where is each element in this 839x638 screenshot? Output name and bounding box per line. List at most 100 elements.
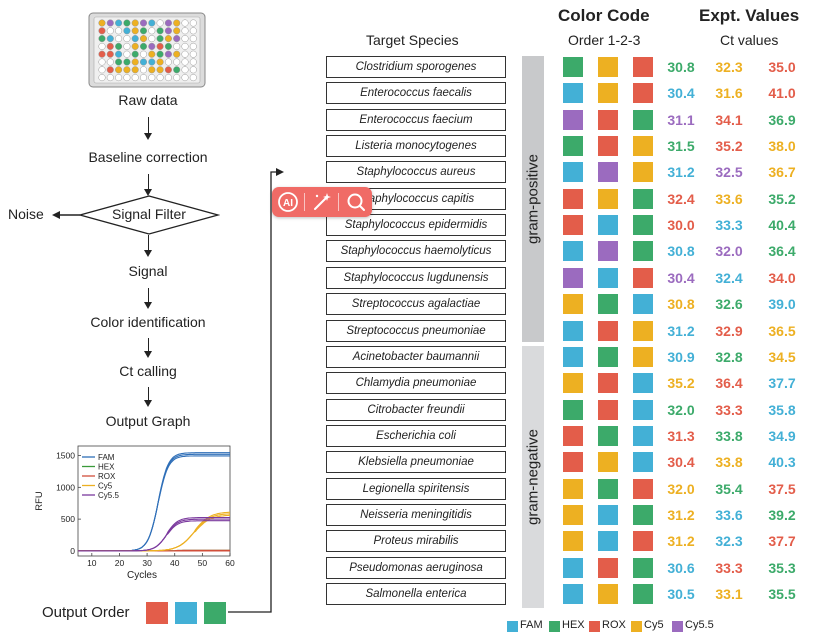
color-code-square [563,215,583,236]
plate-well [189,35,197,43]
plate-well [123,42,131,50]
plate-well [106,74,114,82]
ct-value: 37.7 [768,533,796,550]
legend-swatch [631,621,642,632]
legend-label: Cy5 [644,619,664,631]
expt-values-header: Expt. Values [699,6,800,25]
plate-well [139,19,148,27]
output-order-swatch [175,602,197,624]
plate-well [98,50,106,58]
plate-well [106,58,114,66]
color-code-square [598,478,618,499]
search-button[interactable] [344,190,368,214]
color-id-label: Color identification [90,314,206,330]
plate-well [139,50,148,58]
plate-well [98,27,106,35]
series-line [78,520,230,552]
plate-well [123,50,131,58]
legend-swatch [589,621,600,632]
ct-value: 32.8 [715,348,743,365]
plate-well [115,35,123,43]
ai-button[interactable]: AI [276,190,300,214]
plate-well [123,27,131,35]
plate-well [189,58,197,66]
ct-value: 33.6 [715,506,743,523]
plate-well [106,19,114,27]
color-code-square [563,425,583,446]
species-name: Clostridium sporogenes [326,56,506,78]
plate-well [156,50,164,58]
species-name: Acinetobacter baumannii [326,345,506,368]
plate-well [148,27,156,35]
ct-value: 40.3 [768,454,796,471]
plate-well [181,19,189,27]
legend-swatch [672,621,683,632]
plate-well [131,27,139,35]
ct-value: 36.4 [715,375,743,392]
color-code-square [633,320,653,341]
ct-value: 33.3 [715,401,743,418]
ct-value: 36.4 [768,243,796,260]
magic-edit-button[interactable] [310,190,334,214]
plate-well [164,66,172,74]
color-code-square [563,320,583,341]
plate-well [189,27,197,35]
plate-well [139,74,148,82]
ct-value: 35.0 [768,59,796,75]
ct-value: 30.6 [667,559,695,576]
plate-well [173,66,181,74]
color-code-square [633,504,653,525]
target-species-header: Target Species [366,32,459,48]
ct-value: 32.5 [715,164,743,181]
color-code-square [563,241,583,262]
plate-well [156,66,164,74]
legend-label: HEX [562,619,585,631]
plate-well [173,35,181,43]
toolbar-divider-2 [338,193,339,211]
legend-swatch [549,621,560,632]
species-name: Citrobacter freundii [326,398,506,421]
color-code-square [563,373,583,394]
species-name: Streptococcus pneumoniae [326,319,506,342]
ai-icon: AI [278,192,298,212]
ct-value: 33.8 [715,427,743,444]
plate-well [181,50,189,58]
plate-well [173,19,181,27]
legend-label: Cy5.5 [685,619,714,631]
search-icon [347,193,365,211]
output-graph-label: Output Graph [105,413,191,429]
plate-well [181,74,189,82]
plate-well [123,66,131,74]
gram-positive-label: gram-positive [524,153,542,245]
ct-value: 36.7 [768,164,796,181]
color-code-square [598,531,618,552]
plate-well [181,42,189,50]
x-axis-label: Cycles [127,570,157,581]
output-order-swatch [204,602,226,624]
plate-well [189,50,197,58]
color-code-square [633,452,653,473]
ct-value: 33.8 [715,454,743,471]
gram-negative-label: gram-negative [524,429,542,525]
plate-well [115,42,123,50]
color-code-square [598,188,618,209]
arrow-3 [144,235,152,257]
plate-well [173,27,181,35]
color-code-square [598,109,618,130]
y-tick-label: 0 [70,546,75,556]
plate-well [139,35,148,43]
color-code-square [563,346,583,367]
plate-well [123,19,131,27]
species-name: Enterococcus faecalis [326,82,506,105]
ct-value: 31.1 [667,111,695,128]
color-code-square [598,504,618,525]
svg-text:AI: AI [283,198,293,209]
chart-legend-label: HEX [98,463,115,472]
plate-well [131,74,139,82]
ct-value: 31.3 [667,427,695,444]
color-code-square [633,241,653,262]
plate-well [115,74,123,82]
color-code-square [633,294,653,315]
output-order-swatch [146,602,168,624]
species-name: Staphylococcus epidermidis [326,214,506,237]
